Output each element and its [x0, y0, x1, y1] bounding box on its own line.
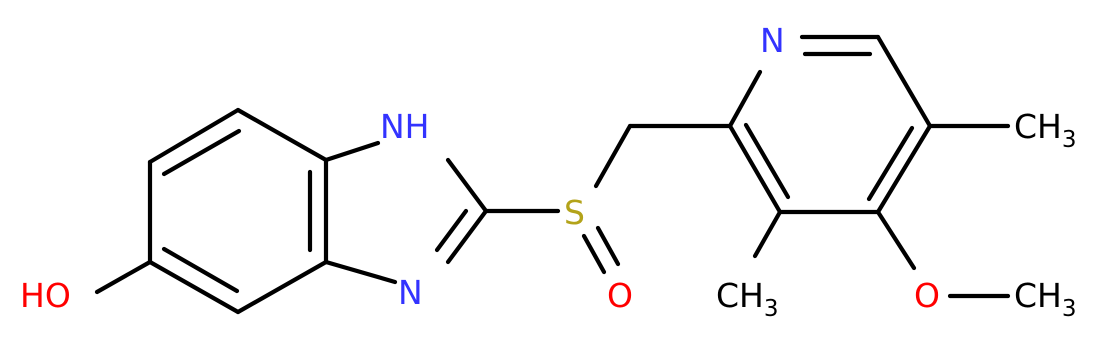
bond-s-o-b — [595, 225, 621, 267]
bond-c3p-c2p — [727, 123, 783, 215]
bond-c4p-o — [875, 209, 917, 271]
bond-c3p-c2p-inner — [743, 122, 791, 200]
bond-s-ch2 — [593, 123, 633, 189]
methoxy-c-label: CH3 — [1014, 276, 1077, 322]
bond-c6-n1 — [323, 140, 381, 163]
pyridine-ring — [727, 34, 1011, 299]
bond-c5-c6 — [235, 107, 329, 163]
benzene-ring — [94, 107, 329, 315]
bond-s-o-a — [581, 233, 607, 275]
hydroxyl-label: HO — [20, 276, 71, 315]
methoxy-o-label: O — [914, 276, 940, 315]
bond-c2p-n — [727, 69, 763, 129]
nh-label: NH — [380, 107, 430, 146]
bond-c2-n3-inner — [434, 208, 469, 253]
imidazole-ring — [323, 140, 561, 285]
bond-c5p-c4p-inner — [866, 125, 915, 202]
bond-c3p-ch3 — [752, 209, 783, 259]
pyridine-n-label: N — [760, 21, 785, 60]
imidazole-n-label: N — [398, 273, 423, 312]
bond-c4-c5 — [147, 107, 241, 165]
bond-c-oh — [94, 259, 153, 295]
bond-c8-c9-inner — [161, 246, 240, 294]
methyl-mid-label: CH3 — [716, 276, 779, 322]
methyl-top-main: CH — [1014, 107, 1062, 146]
methyl-top-label: CH3 — [1014, 107, 1077, 153]
sulfoxide-o-label: O — [607, 276, 633, 315]
sulfoxide-linker — [581, 123, 733, 275]
bond-c2-n3 — [445, 208, 489, 265]
methoxy-c-main: CH — [1014, 276, 1062, 315]
bond-n3-c7 — [323, 259, 398, 285]
sulfur-label: S — [564, 193, 585, 232]
bond-c7-c8 — [235, 259, 329, 315]
bond-c5p-c4p — [875, 123, 933, 215]
methoxy-c-sub: 3 — [1062, 296, 1077, 322]
bond-c6p-c5p — [875, 34, 933, 129]
bond-c4-c5-inner — [161, 128, 242, 177]
bond-n1-c2 — [445, 157, 489, 214]
methyl-top-sub: 3 — [1062, 127, 1077, 153]
methyl-mid-sub: 3 — [764, 296, 779, 322]
methyl-mid-main: CH — [716, 276, 764, 315]
bond-c8-c9 — [147, 259, 241, 315]
